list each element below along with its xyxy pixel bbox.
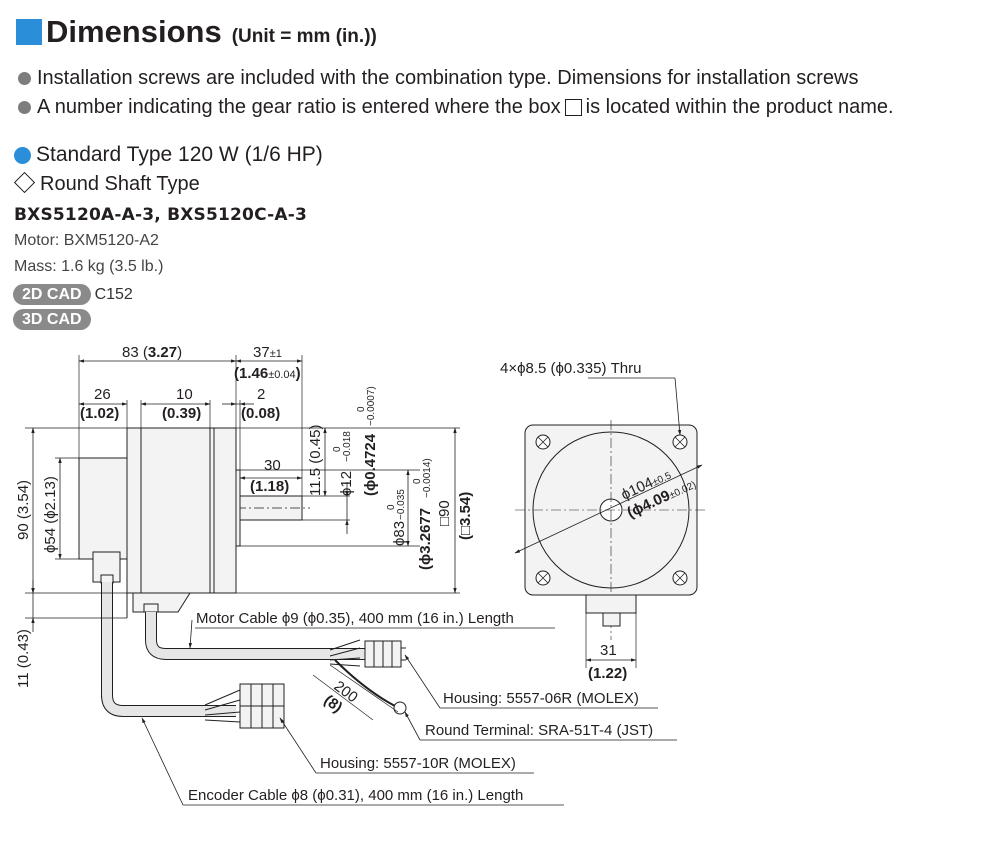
- cad-3d-row: 3D CAD: [13, 309, 91, 330]
- svg-text:(1.46±0.04): (1.46±0.04): [234, 365, 301, 382]
- dim-32677-tol-lo: −0.0014): [422, 458, 433, 498]
- dim-31: 31: [600, 642, 617, 659]
- title-text: Dimensions: [46, 14, 222, 49]
- dim-26-in: (1.02): [80, 405, 119, 422]
- dim-32677: (ϕ3.2677: [417, 508, 434, 570]
- note-1-text: Installation screws are included with th…: [37, 67, 859, 89]
- dim-4724-tol-lo: −0.0007): [366, 386, 377, 426]
- note-2-text-a: A number indicating the gear ratio is en…: [37, 96, 561, 118]
- dim-83b: ϕ83: [391, 521, 408, 546]
- model-c: BXS5120C-A-3: [167, 205, 308, 225]
- dim-10-in: (0.39): [162, 405, 201, 422]
- svg-text:83 (3.27): 83 (3.27): [122, 344, 182, 361]
- flange: [213, 427, 237, 594]
- bullet-icon: [18, 101, 31, 114]
- dim-26: 26: [94, 386, 111, 403]
- cad-3d-badge[interactable]: 3D CAD: [13, 309, 91, 330]
- dim-11-5: 11.5 (0.45): [307, 425, 324, 496]
- round-terminal: [393, 701, 407, 715]
- section-subtitle: Round Shaft Type: [12, 171, 200, 196]
- model-a: BXS5120A-A-3: [14, 205, 155, 225]
- dim-12-tol-lo: −0.018: [342, 431, 353, 462]
- housing-6-label: Housing: 5557-06R (MOLEX): [443, 690, 639, 707]
- mass-info: Mass: 1.6 kg (3.5 lb.): [14, 258, 164, 275]
- section-bullet-icon: [14, 146, 31, 164]
- dim-37-in-tol: ±0.04: [268, 369, 295, 381]
- section-subtitle-text: Round Shaft Type: [40, 173, 200, 195]
- round-terminal-label: Round Terminal: SRA-51T-4 (JST): [425, 722, 653, 739]
- page-title: Dimensions (Unit = mm (in.)): [16, 14, 377, 50]
- dim-11: 11 (0.43): [15, 629, 32, 688]
- title-square-icon: [16, 19, 42, 45]
- dim-30-in: (1.18): [250, 478, 289, 495]
- dim-4724-tol-up: 0: [356, 406, 367, 412]
- dim-37-tol: ±1: [270, 348, 282, 360]
- encoder-cable-label: Encoder Cable ϕ8 (ϕ0.31), 400 mm (16 in.…: [188, 787, 523, 804]
- dim-12-tol-up: 0: [332, 446, 343, 452]
- model-sep: ,: [154, 205, 168, 225]
- dim-83b-tol-lo: −0.035: [396, 489, 407, 520]
- dim-sq354: (□3.54): [457, 492, 474, 540]
- svg-text:ϕ12: ϕ12: [338, 471, 355, 496]
- dim-37: 37: [253, 344, 270, 361]
- dim-83-in: 3.27: [148, 344, 177, 361]
- dim-30: 30: [264, 457, 281, 474]
- cad-2d-badge[interactable]: 2D CAD: [13, 284, 91, 305]
- section-title-text: Standard Type 120 W (1/6 HP): [36, 143, 323, 166]
- dim-83b-tol-up: 0: [386, 504, 397, 510]
- model-names: BXS5120A-A-3, BXS5120C-A-3: [14, 205, 307, 225]
- section-title: Standard Type 120 W (1/6 HP): [14, 143, 323, 167]
- title-unit: (Unit = mm (in.)): [231, 26, 377, 47]
- dim-32677-tol-up: 0: [412, 478, 423, 484]
- dim-83: 83 (: [122, 344, 148, 361]
- dim-sq90: □90: [436, 500, 453, 526]
- dim-2-in: (0.08): [241, 405, 280, 422]
- box-icon: [564, 99, 582, 116]
- bullet-icon: [18, 72, 31, 85]
- note-2-text-b: is located within the product name.: [585, 96, 894, 118]
- holes-label: 4×ϕ8.5 (ϕ0.335) Thru: [500, 360, 641, 377]
- motor-info: Motor: BXM5120-A2: [14, 232, 159, 249]
- dim-12: ϕ12: [338, 471, 355, 496]
- dim-31-in: (1.22): [588, 665, 627, 682]
- motor-body: [126, 427, 215, 594]
- dim-90: 90 (3.54): [15, 480, 32, 540]
- note-1: Installation screws are included with th…: [18, 67, 859, 90]
- dim-2: 2: [257, 386, 265, 403]
- dim-10: 10: [176, 386, 193, 403]
- dim-4724: (ϕ0.4724: [362, 433, 379, 496]
- dim-54: ϕ54 (ϕ2.13): [42, 476, 59, 553]
- dim-37-in: (1.46: [234, 365, 268, 382]
- encoder-cover: [78, 457, 128, 560]
- cad-2d-ref: C152: [94, 286, 133, 303]
- housing-10-label: Housing: 5557-10R (MOLEX): [320, 755, 516, 772]
- motor-cable-label: Motor Cable ϕ9 (ϕ0.35), 400 mm (16 in.) …: [196, 610, 514, 627]
- svg-text:37±1: 37±1: [253, 344, 282, 361]
- note-2: A number indicating the gear ratio is en…: [18, 96, 894, 119]
